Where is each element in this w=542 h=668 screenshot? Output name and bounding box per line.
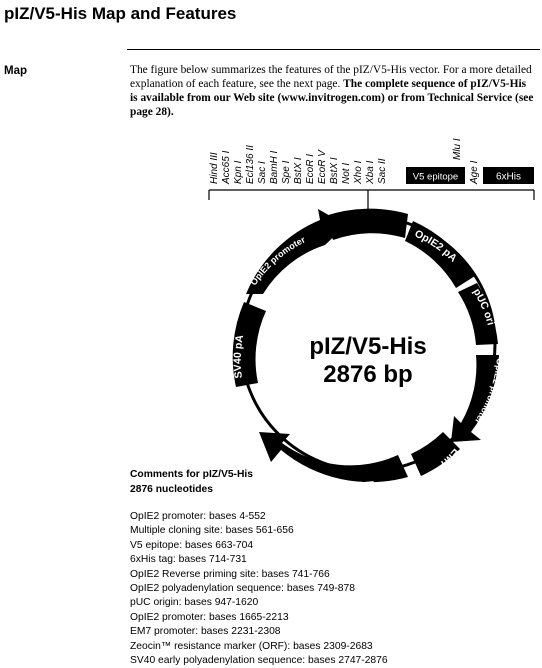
plasmid-name: pIZ/V5-His xyxy=(309,333,426,360)
comments-subtitle: 2876 nucleotides xyxy=(130,483,213,495)
restriction-sites: Hind III Acc65 I Kpn I Ecl136 II Sac I B… xyxy=(209,138,480,185)
site-label: Sac I xyxy=(257,161,268,184)
list-item: OpIE2 promoter: bases 1665-2213 xyxy=(130,611,289,623)
his-tag-label: 6xHis xyxy=(496,172,521,183)
site-label: BstX I xyxy=(329,157,340,184)
page-title: pIZ/V5-His Map and Features xyxy=(4,4,237,23)
list-item: SV40 early polyadenylation sequence: bas… xyxy=(130,655,388,667)
list-item: Zeocin™ resistance marker (ORF): bases 2… xyxy=(130,640,373,652)
list-item: OpIE2 promoter: bases 4-552 xyxy=(130,511,266,522)
site-label: Kpn I xyxy=(233,160,244,184)
his-tag-box: 6xHis xyxy=(483,167,534,184)
list-item: Multiple cloning site: bases 561-656 xyxy=(130,525,294,537)
site-label: BstX I xyxy=(293,157,304,184)
zeocin-label: Zeocin xyxy=(323,474,375,495)
opie2-promoter-label: OpIE2 promoter xyxy=(248,234,307,287)
list-item: OpIE2 polyadenylation sequence: bases 74… xyxy=(130,583,355,595)
sv40-pa-block xyxy=(232,302,266,387)
site-label: Not I xyxy=(341,163,352,184)
plasmid-size: 2876 bp xyxy=(323,361,412,388)
list-item: 6xHis tag: bases 714-731 xyxy=(130,554,247,566)
list-item: EM7 promoter: bases 2231-2308 xyxy=(130,626,281,638)
site-label: Sac II xyxy=(377,158,388,184)
comments-title: Comments for pIZ/V5-His xyxy=(130,469,254,480)
v5-epitope-label: V5 epitope xyxy=(413,172,458,183)
mcs-block xyxy=(325,208,408,240)
sv40-pa-label: SV40 pA xyxy=(232,334,246,379)
opie2-pa-block xyxy=(405,221,475,288)
site-label: Spe I xyxy=(281,160,292,184)
mcs-bracket xyxy=(208,189,535,212)
list-item: V5 epitope: bases 663-704 xyxy=(130,539,254,551)
site-label: EcoR I xyxy=(305,154,316,184)
v5-epitope-box: V5 epitope xyxy=(406,167,465,184)
list-item: OpIE2 Reverse priming site: bases 741-76… xyxy=(130,568,330,580)
intro-bold-text: The complete sequence of pIZ/V5-His is a… xyxy=(130,78,534,118)
site-label: Mlu I xyxy=(452,138,463,160)
zeocin-arrow xyxy=(259,432,408,483)
site-label: Acc65 I xyxy=(221,150,232,185)
intro-text: The figure below summarizes the features… xyxy=(130,64,532,90)
site-label: Hind III xyxy=(209,152,220,184)
opie2-promoter-arrow xyxy=(246,209,346,294)
intro-paragraph: The figure below summarizes the features… xyxy=(130,63,536,119)
section-divider xyxy=(127,49,540,50)
site-label: Xba I xyxy=(365,160,376,185)
site-label: Xho I xyxy=(353,160,364,185)
opie2-promoter-2-arrow xyxy=(451,355,499,442)
section-label: Map xyxy=(4,65,27,77)
site-label: EcoR V xyxy=(317,149,328,184)
feature-blocks xyxy=(232,208,499,483)
comments-block: Comments for pIZ/V5-His 2876 nucleotides… xyxy=(130,468,388,668)
site-label: Age I xyxy=(469,160,480,185)
site-label: BamH I xyxy=(269,150,280,184)
puc-ori-block xyxy=(458,283,498,345)
site-label: Ecl136 II xyxy=(245,145,256,184)
feature-list: OpIE2 promoter: bases 4-552 Multiple clo… xyxy=(130,510,388,668)
list-item: pUC origin: bases 947-1620 xyxy=(130,597,259,609)
em7-block xyxy=(411,432,460,476)
